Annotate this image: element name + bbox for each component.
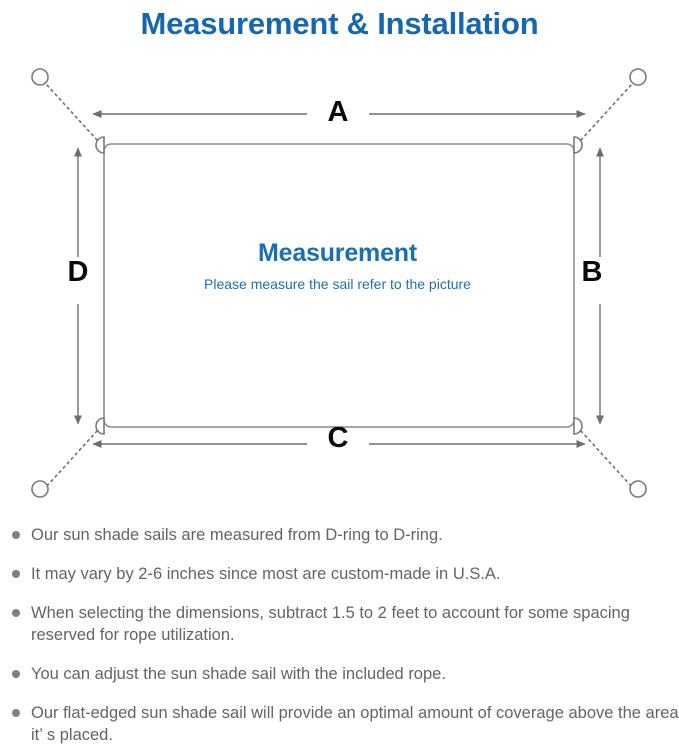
d-ring-bottom-right — [573, 417, 583, 435]
bullet-icon — [12, 570, 20, 578]
list-item-text: Our flat-edged sun shade sail will provi… — [31, 704, 679, 744]
rope-top-right — [580, 83, 633, 141]
dimension-label-a: A — [327, 96, 349, 128]
rope-bottom-left — [45, 430, 98, 488]
dimension-label-c: C — [327, 422, 349, 454]
measurement-diagram: A C B D Measurement Please measure the s… — [0, 52, 679, 512]
anchor-circle-top-right — [629, 68, 647, 86]
bullet-icon — [12, 531, 20, 539]
diagram-heading: Measurement — [258, 239, 417, 267]
notes-list: Our sun shade sails are measured from D-… — [0, 524, 679, 746]
anchor-circle-top-left — [31, 68, 49, 86]
page-title: Measurement & Installation — [140, 6, 539, 41]
dimension-label-b: B — [581, 256, 603, 288]
bullet-icon — [12, 709, 20, 717]
d-ring-top-right — [573, 136, 583, 154]
sail-rectangle — [103, 143, 575, 428]
bullet-icon — [12, 609, 20, 617]
list-item: You can adjust the sun shade sail with t… — [0, 663, 679, 685]
anchor-circle-bottom-right — [629, 480, 647, 498]
rope-bottom-right — [580, 430, 633, 488]
rope-top-left — [45, 83, 98, 141]
diagram-subtext: Please measure the sail refer to the pic… — [204, 276, 471, 292]
list-item: Our sun shade sails are measured from D-… — [0, 524, 679, 546]
list-item: Our flat-edged sun shade sail will provi… — [0, 702, 679, 746]
bullet-icon — [12, 670, 20, 678]
d-ring-bottom-left — [95, 417, 105, 435]
list-item-text: It may vary by 2-6 inches since most are… — [31, 565, 501, 583]
dimension-label-d: D — [67, 256, 89, 288]
diagram-center-text: Measurement Please measure the sail refe… — [100, 238, 575, 293]
anchor-circle-bottom-left — [31, 480, 49, 498]
list-item-text: You can adjust the sun shade sail with t… — [31, 665, 446, 683]
d-ring-top-left — [95, 136, 105, 154]
list-item-text: Our sun shade sails are measured from D-… — [31, 526, 443, 544]
list-item-text: When selecting the dimensions, subtract … — [31, 604, 630, 644]
list-item: When selecting the dimensions, subtract … — [0, 602, 679, 646]
list-item: It may vary by 2-6 inches since most are… — [0, 563, 679, 585]
